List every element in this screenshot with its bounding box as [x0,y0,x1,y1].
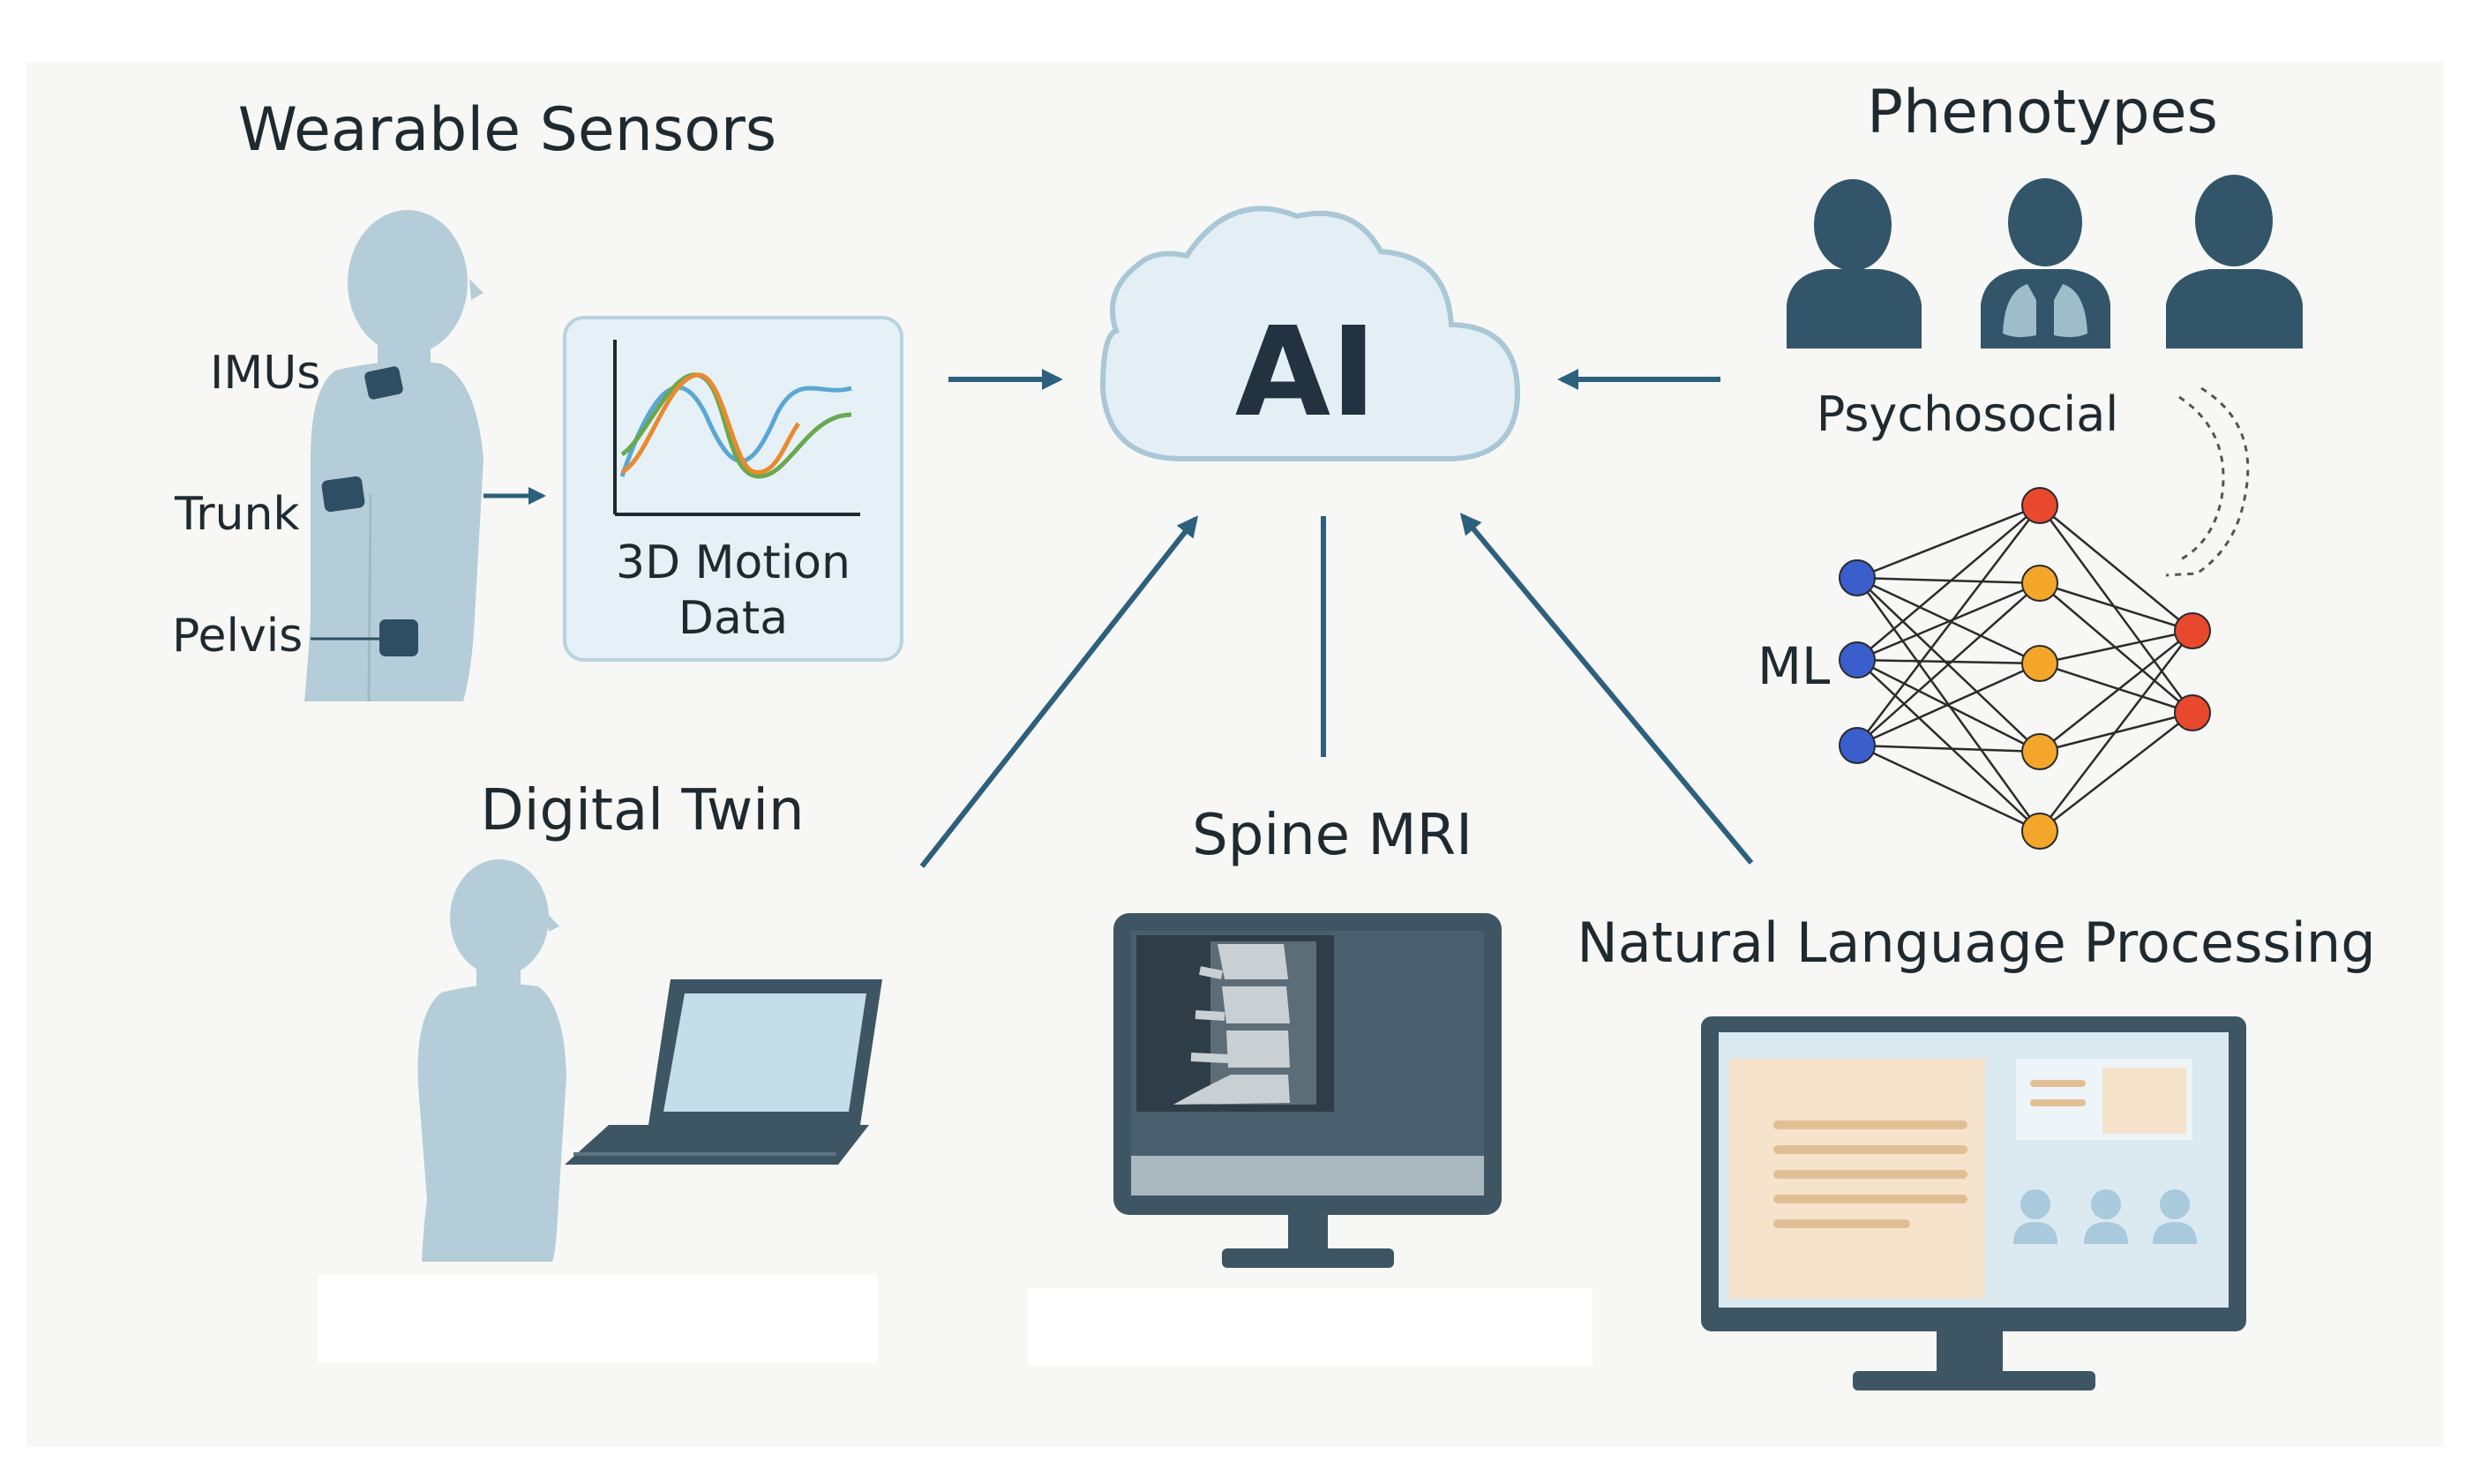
digital-twin-body-silhouette [417,859,566,1262]
ml-node [2021,813,2058,850]
lung-left-icon [2003,284,2036,338]
ml-node [1839,559,1876,596]
nlp-to-ai-arrow [1459,513,1754,865]
ml-node [1839,727,1876,764]
wearable-body-silhouette [304,210,483,702]
phenotypes-title: Phenotypes [1867,78,2218,147]
ml-network-edges [1855,504,2194,833]
spine-mri-title: Spine MRI [1192,803,1473,868]
ml-node [2174,612,2211,649]
spine-mri-blank-caption [1028,1288,1592,1366]
pelvis-label: Pelvis [172,610,303,663]
ml-label: ML [1757,636,1830,696]
imus-label: IMUs [210,347,320,400]
mri-monitor-stand [1222,1248,1394,1268]
laptop-icon [565,979,882,1165]
ml-output-nodes [2174,612,2211,731]
lung-right-icon [2054,284,2087,338]
trunk-label: Trunk [174,488,300,541]
dotted-link-curve-2 [2178,395,2225,562]
ml-node [2021,645,2058,682]
phenotype-person-icon-1 [1787,179,1922,349]
ml-node [2021,565,2058,602]
nlp-title: Natural Language Processing [1577,911,2375,975]
nlp-monitor-stand [1853,1371,2095,1390]
trunk-sensor-icon [321,476,365,513]
spine-icon [1173,941,1316,1105]
motion-line-blue [619,385,852,477]
motion-data-label-line1: 3D Motion [616,536,851,589]
motion-line-green [620,372,852,479]
wearable-sensors-title: Wearable Sensors [238,95,776,165]
imu-sensor-icon [364,366,403,400]
ai-cloud-icon [1099,206,1521,461]
phenotype-person-icon-3 [2166,175,2303,349]
nlp-user-icons [2013,1189,2197,1244]
ml-node [2021,733,2058,770]
digital-twin-title: Digital Twin [480,778,804,843]
nlp-thumbnail [2102,1068,2186,1134]
pelvis-sensor-icon [379,619,418,656]
ml-input-nodes [1839,559,1876,764]
ai-label: AI [1235,301,1376,445]
digital-twin-to-ai-arrow [919,515,1198,868]
ml-hidden-nodes [2021,487,2058,850]
digital-twin-blank-caption [318,1275,878,1363]
phenotype-lungs-person-icon [1981,178,2110,349]
psychosocial-label: Psychosocial [1817,386,2119,442]
ml-node [2021,487,2058,524]
motion-data-card [563,316,903,662]
nlp-monitor [1701,1016,2246,1390]
ml-node [2174,694,2211,731]
laptop-base [565,1125,869,1165]
motion-data-label-line2: Data [678,592,788,645]
motion-line-orange [620,372,801,475]
ml-node [1839,641,1876,678]
laptop-screen [663,993,866,1112]
